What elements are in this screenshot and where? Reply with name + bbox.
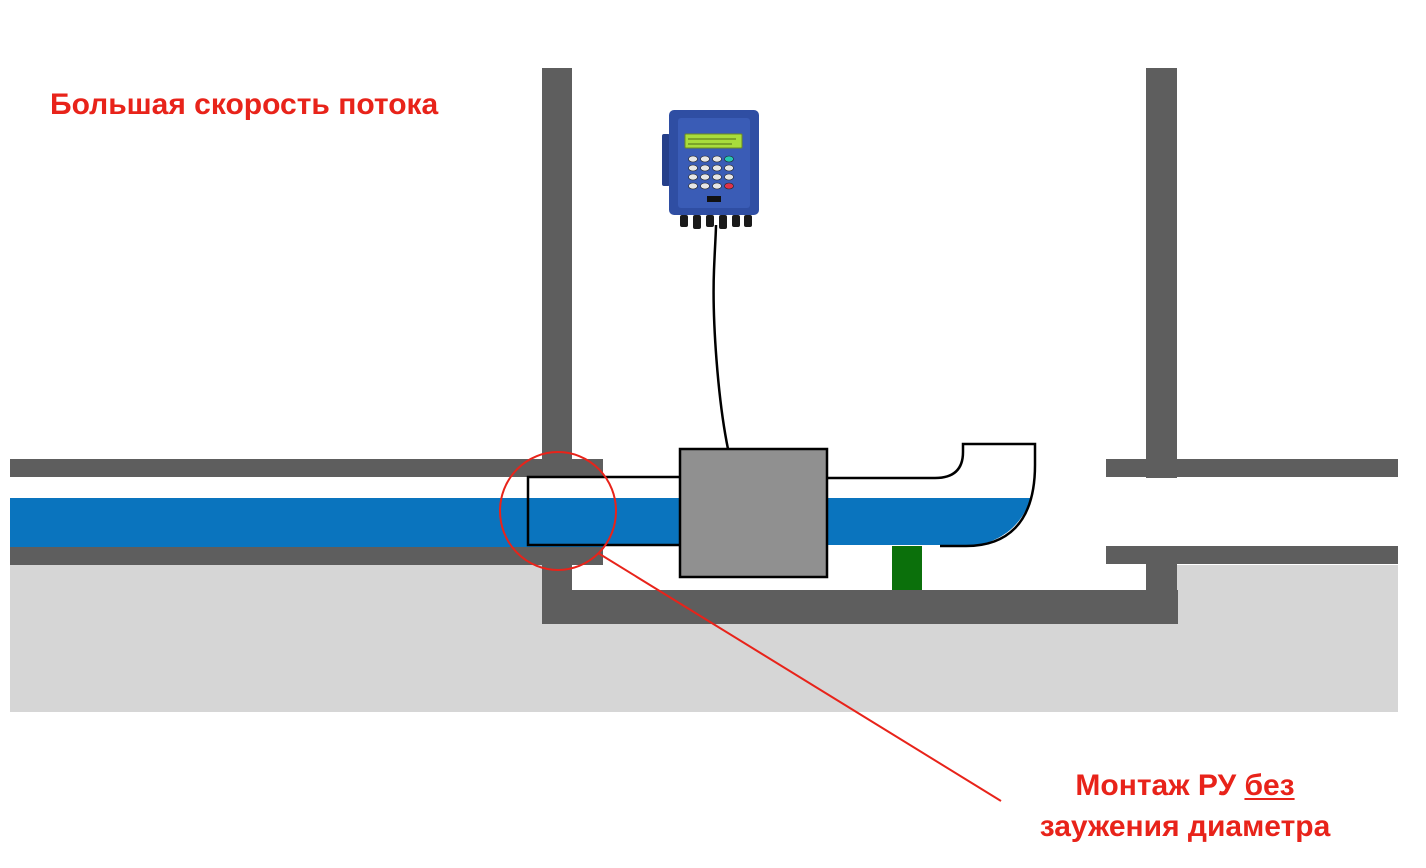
- chamber-left-wall-upper: [542, 68, 572, 477]
- pipe-support-icon: [892, 546, 922, 590]
- water-flow: [10, 498, 1031, 547]
- right-pipe-bottom-wall: [1106, 546, 1398, 564]
- chamber-right-wall-upper: [1146, 68, 1177, 478]
- callout-line-1: Монтаж РУ без: [1000, 765, 1370, 806]
- ground-left: [10, 565, 544, 712]
- callout-emphasis: без: [1244, 769, 1295, 802]
- callout-line-2: заужения диаметра: [1039, 810, 1331, 843]
- right-pipe-top-wall: [1106, 459, 1398, 477]
- water-in-inserted-pipe: [528, 498, 680, 545]
- ground-bottom: [544, 624, 1178, 712]
- callout-prefix: Монтаж РУ: [1075, 769, 1237, 802]
- chamber-floor: [542, 590, 1178, 624]
- callout-circle: [499, 451, 617, 571]
- left-pipe-top-wall: [10, 459, 603, 477]
- outlet-pipe-outline: [827, 442, 1037, 548]
- walls: [10, 68, 1398, 624]
- water-in-left-pipe: [10, 498, 603, 547]
- ground-right: [1176, 565, 1398, 712]
- sensor-cable: [712, 224, 730, 450]
- inserted-pipe-outline: [526, 475, 680, 547]
- left-pipe-bottom-wall: [10, 547, 603, 565]
- ultrasonic-flowmeter-icon: [662, 110, 759, 229]
- flow-sensor-block-icon: [678, 447, 829, 579]
- water-after-meter: [827, 498, 957, 545]
- page-title: Большая скорость потока: [50, 88, 439, 121]
- water-in-elbow: [950, 498, 1031, 546]
- callout-leader-line: [597, 552, 1002, 802]
- callout-text: Монтаж РУ без заужения диаметра: [1000, 765, 1370, 847]
